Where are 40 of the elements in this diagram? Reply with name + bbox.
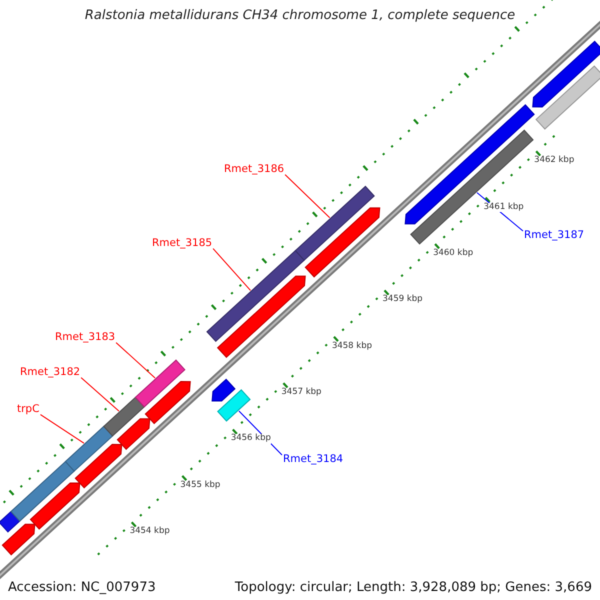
leader-line <box>40 414 84 444</box>
position-label: 3460 kbp <box>433 248 474 258</box>
gene-label: Rmet_3183 <box>55 331 116 344</box>
position-label: 3461 kbp <box>484 202 524 212</box>
gene-feature <box>116 418 150 450</box>
gene-feature <box>30 482 80 530</box>
gene-bar <box>294 186 375 261</box>
gene-label: trpC <box>17 403 40 416</box>
gene-bar <box>535 65 600 130</box>
position-label: 3456 kbp <box>230 434 271 444</box>
position-label: 3458 kbp <box>332 342 372 352</box>
gene-label: Rmet_3187 <box>524 229 584 242</box>
gene-feature <box>532 40 600 108</box>
position-label: 3459 kbp <box>382 295 423 305</box>
gene-bar <box>216 389 251 422</box>
leader-line <box>80 377 120 412</box>
gene-bar <box>64 426 114 472</box>
title: Ralstonia metallidurans CH34 chromosome 1, complete sequence <box>84 8 516 23</box>
gene-label: Rmet_3186 <box>224 163 284 176</box>
gene-label: Rmet_3182 <box>20 366 80 379</box>
position-label: 3455 kbp <box>180 480 220 490</box>
gene-bar <box>0 510 20 533</box>
position-label: 3457 kbp <box>281 388 322 398</box>
position-label: 3462 kbp <box>534 156 574 166</box>
gene-feature <box>74 444 122 489</box>
gene-label: Rmet_3185 <box>152 237 212 250</box>
gene-bar <box>103 396 145 437</box>
leader-line <box>116 342 156 378</box>
gene-feature <box>216 276 306 358</box>
gene-label: Rmet_3184 <box>283 453 344 466</box>
gene-feature <box>2 524 36 556</box>
gene-feature <box>144 381 191 424</box>
gene-bar <box>206 250 305 342</box>
gene-bar <box>10 460 75 522</box>
gene-feature <box>212 378 236 402</box>
position-label: 3454 kbp <box>130 527 170 537</box>
leader-line <box>284 174 330 218</box>
gene-feature <box>404 104 535 224</box>
gene-feature <box>304 207 380 278</box>
gene-bar <box>134 359 186 408</box>
